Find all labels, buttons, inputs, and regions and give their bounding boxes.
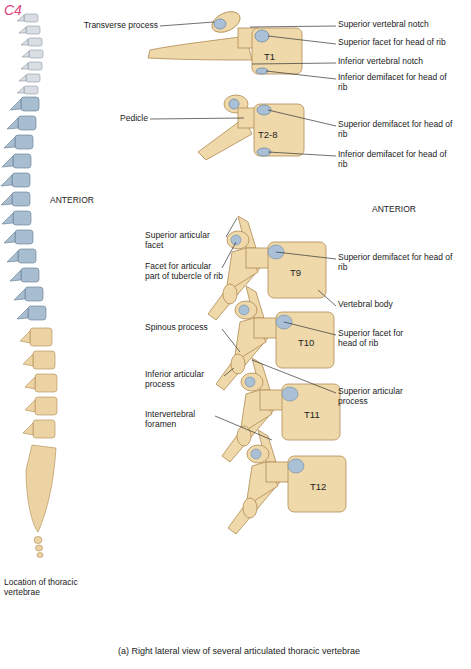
vertebra [21,62,42,70]
part-label: Superior facet for head of rib [338,329,418,349]
vertebral-body [254,104,304,156]
vertebra-number: T9 [290,268,320,279]
vertebra [20,328,52,346]
vertebra [7,249,36,263]
part-label: Superior articular facet [145,231,227,251]
vertebra [19,74,40,82]
lumbar-vertebrae [20,328,57,438]
vertebra [1,173,30,187]
leader-line [224,368,234,376]
rib-facet [229,99,239,109]
vertebra [10,97,39,111]
vertebra [10,268,39,282]
note: Location of thoracic vertebrae [4,578,84,598]
leader-line [222,329,240,352]
part-label: Inferior demifacet for head of rib [338,150,458,170]
vertebra [14,287,43,301]
vertebra [17,306,46,320]
vertebra [2,211,31,225]
vertebra-number: T11 [304,410,334,421]
leader-line [268,36,336,44]
thoracic-vertebrae [1,97,46,320]
vertebra-number: T12 [310,482,340,493]
part-label: Intervertebral foramen [145,410,215,430]
coccyx [34,537,42,544]
leader-line [268,152,336,156]
leader-line [250,26,336,27]
vertebra [17,86,38,94]
part-label: Vertebral body [338,300,458,310]
part-label: Superior demifacet for head of rib [338,120,458,140]
rib-facet [255,30,269,42]
part-label: Superior articular process [338,387,418,407]
part-label: Superior facet for head of rib [338,38,471,48]
leader-line [252,63,336,64]
part-label: Inferior vertebral notch [338,57,468,67]
part-label: Superior vertebral notch [338,20,468,30]
leader-line [222,242,236,268]
leader-line [215,416,272,440]
part-label: Inferior demifacet for head of rib [338,73,458,93]
vertebra [19,26,40,34]
part-label: Superior demifacet for head of rib [338,253,458,273]
leader-line [266,71,336,79]
vertebra [23,351,55,369]
vertebra [208,216,326,320]
vertebra [25,374,57,392]
vertebra-number: T10 [298,338,328,349]
vertebra-number: T2-8 [258,130,298,141]
leader-line [226,218,237,237]
leader-line [150,118,244,119]
sacrum [26,445,56,532]
figure-caption: (a) Right lateral view of several articu… [118,646,360,656]
vertebra [1,192,30,206]
coccyx [37,553,43,558]
t2-8-vertebra [198,95,304,160]
vertebra [23,420,55,438]
leader-line [318,290,336,306]
leader-line [284,322,336,335]
vertebra [25,397,57,415]
spine-column [1,14,57,558]
part-label: Transverse process [60,21,158,31]
part-label: Facet for articular part of tubercle of … [145,262,225,282]
vertebra [4,230,33,244]
leader-line [252,360,336,393]
part-label: Spinous process [145,323,225,333]
vertebra [22,50,43,58]
vertebra [7,116,36,130]
leader-line [160,22,214,26]
leader-line [268,110,336,126]
vertebra-number: T1 [264,52,294,63]
leader-line [276,252,336,259]
spinous-process [148,36,252,60]
coccyx [36,545,43,551]
part-label: Pedicle [50,114,148,124]
cervical-vertebrae [17,14,43,94]
rib-facet [214,19,226,29]
part-label: Inferior articular process [145,370,225,390]
vertebra [2,154,31,168]
vertebral-body [252,28,302,74]
direction-label: ANTERIOR [372,205,452,215]
articulated-vertebrae [208,216,346,534]
vertebra [4,135,33,149]
vertebra [21,38,42,46]
direction-label: ANTERIOR [50,196,110,206]
handwritten-note: C4 [4,2,44,18]
